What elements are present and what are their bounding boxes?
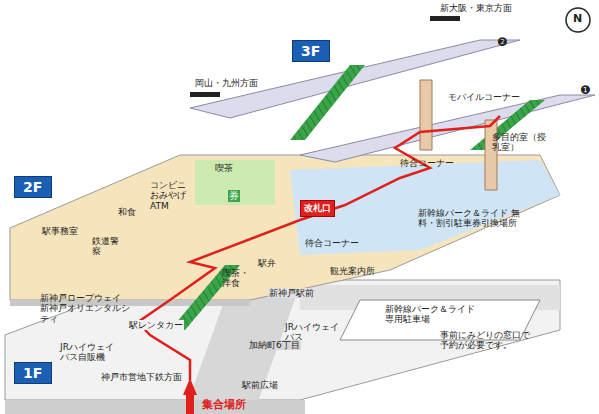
gate-tag: 改札口 <box>300 200 335 217</box>
label-text: 和食 <box>118 207 136 217</box>
node-text: 1F <box>23 365 43 381</box>
platform-2 <box>190 40 520 118</box>
label-text: 加納町6丁目 <box>249 340 300 350</box>
direction-bar <box>190 92 220 97</box>
label-text: 駅弁 <box>258 258 276 268</box>
label-text: 岡山・九州方面 <box>195 78 258 88</box>
label-text: ❷ <box>497 36 508 50</box>
map-label: 岡山・九州方面 <box>195 78 258 88</box>
node-text: 3F <box>301 43 321 59</box>
map-label: 駅事務室 <box>42 226 78 236</box>
floor-1f <box>5 280 560 400</box>
map-label: 新神戸ロープウェイ 新神戸オリエンタルシティ <box>40 293 132 324</box>
map-label: 加納町6丁目 <box>248 340 301 350</box>
concourse-blue <box>290 160 560 255</box>
map-label: 多目的室（授乳室） <box>492 132 546 153</box>
map-label: 新大阪・東京方面 <box>440 3 512 13</box>
label-text: モバイルコーナー <box>448 92 520 102</box>
map-label: 新幹線パーク＆ライド 無料・割引駐車券引換場所 <box>418 208 536 229</box>
label-text: 新幹線パーク＆ライド 専用駐車場 <box>385 304 477 325</box>
floor-edge <box>5 400 305 414</box>
meeting-arrow <box>186 394 194 414</box>
map-label: 喫茶 <box>215 163 233 173</box>
map-label: 鉄道警察 <box>92 236 120 257</box>
map-label: 和食 <box>118 207 136 217</box>
ticket-area <box>195 160 275 205</box>
map-label: 喫茶・洋食 <box>222 268 252 289</box>
label-text: 喫茶 <box>215 163 233 173</box>
map-label: モバイルコーナー <box>448 92 520 102</box>
map-label: 駅弁 <box>258 258 276 268</box>
map-label: 待合コーナー <box>305 238 359 248</box>
label-text: 新大阪・東京方面 <box>440 3 512 13</box>
elevator-shaft <box>420 80 432 150</box>
escalator <box>290 65 365 140</box>
label-text: 観光案内所 <box>330 266 375 276</box>
map-label: 新幹線パーク＆ライド 専用駐車場 <box>385 304 477 325</box>
meeting-point: 集合場所 <box>200 397 248 412</box>
label-text: 待合コーナー <box>305 238 359 248</box>
label-text: JRハイウェイバス自販機 <box>60 342 120 363</box>
map-label: 駅レンタカー <box>128 320 184 330</box>
elevator-shaft <box>485 120 497 190</box>
map-label: 事前にみどりの窓口で 予約が必要です。 <box>440 330 540 351</box>
label-text: 喫茶・洋食 <box>222 268 252 289</box>
label-text: 新幹線パーク＆ライド 無料・割引駐車券引換場所 <box>418 208 536 229</box>
compass <box>566 8 590 32</box>
label-text: 駅前広場 <box>242 380 278 390</box>
node-text: 集合場所 <box>202 397 246 412</box>
label-text: 券 <box>229 190 239 202</box>
label-text: 事前にみどりの窓口で 予約が必要です。 <box>440 330 540 351</box>
label-text: 神戸市営地下鉄方面 <box>101 372 182 382</box>
map-label: JRハイウェイバス自販機 <box>60 342 120 363</box>
label-text: 多目的室（授乳室） <box>492 132 546 153</box>
floor-tag: 3F <box>292 40 330 62</box>
map-label: 駅前広場 <box>242 380 278 390</box>
label-text: N <box>573 13 582 26</box>
label-text: 新神戸駅前 <box>269 288 314 298</box>
node-text: 2F <box>23 179 43 195</box>
map-label: 券 <box>228 190 240 202</box>
label-text: 駅レンタカー <box>129 320 183 330</box>
map-label: 観光案内所 <box>330 266 375 276</box>
label-text: 待合コーナー <box>400 158 454 168</box>
node-text: 改札口 <box>304 202 331 215</box>
floor-tag: 1F <box>14 362 52 384</box>
map-label: N <box>573 13 582 26</box>
label-text: コンビニ おみやげ ATM <box>150 180 194 211</box>
floor-tag: 2F <box>14 176 52 198</box>
map-label: 新神戸駅前 <box>268 288 315 298</box>
map-label: ❶ <box>580 84 591 98</box>
floor-2f <box>10 155 560 300</box>
label-text: ❶ <box>580 84 591 98</box>
map-label: 待合コーナー <box>400 158 454 168</box>
label-text: 駅事務室 <box>42 226 78 236</box>
map-label: 神戸市営地下鉄方面 <box>100 372 183 382</box>
label-text: 新神戸ロープウェイ 新神戸オリエンタルシティ <box>40 293 132 324</box>
direction-bar <box>430 16 460 21</box>
route-arrowhead <box>183 378 197 395</box>
map-label: コンビニ おみやげ ATM <box>150 180 194 211</box>
label-text: 鉄道警察 <box>92 236 120 257</box>
map-label: ❷ <box>497 36 508 50</box>
